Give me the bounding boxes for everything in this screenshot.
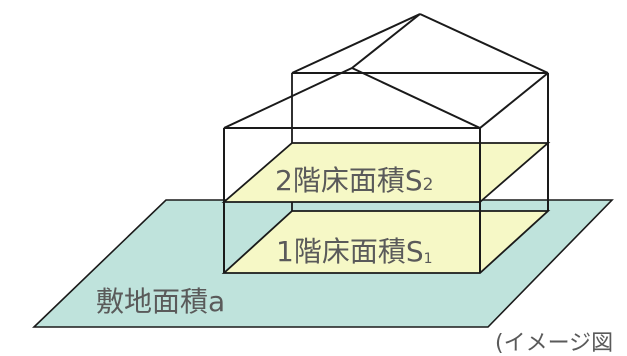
- floor2-area-label: 2階床面積S2: [275, 164, 433, 197]
- site-area-label: 敷地面積a: [96, 285, 225, 318]
- image-note: (イメージ図: [495, 331, 613, 356]
- house-wireframe: [223, 13, 549, 273]
- floor1-area-label: 1階床面積S1: [276, 235, 433, 268]
